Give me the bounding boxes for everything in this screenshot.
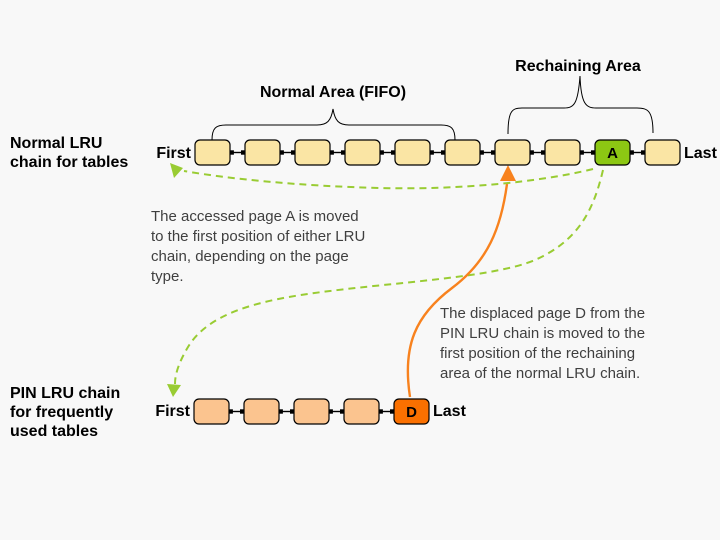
connector-dot (479, 150, 484, 155)
connector-dot (329, 150, 334, 155)
normal-chain-side-label: Normal LRU chain for tables (10, 135, 128, 171)
connector-dot (228, 409, 233, 414)
accessed-annotation-line4: type. (151, 268, 184, 285)
page-box (343, 398, 380, 425)
displaced-annotation-line4: area of the normal LRU chain. (440, 365, 640, 382)
connector-dot (291, 150, 296, 155)
normal-area-label: Normal Area (FIFO) (260, 84, 406, 101)
connector-dot (629, 150, 634, 155)
connector-dot (378, 409, 383, 414)
normal-chain-side-label-line2: chain for tables (10, 154, 128, 171)
displaced-annotation-line1: The displaced page D from the (440, 305, 645, 322)
displaced-page-box (393, 398, 430, 425)
displaced-to-rechaining-arrow (406, 183, 509, 398)
pin-chain-first-label: First (155, 403, 190, 420)
connector-dot (529, 150, 534, 155)
connector-dot (429, 150, 434, 155)
connector-dot (340, 409, 345, 414)
page-box (244, 139, 281, 166)
pin-chain-last-label: Last (433, 403, 467, 420)
displaced-page-annotation: The displaced page D from the PIN LRU ch… (440, 305, 645, 382)
normal-lru-chain: A (194, 139, 681, 166)
connector-dot (328, 409, 333, 414)
connector-dot (390, 409, 395, 414)
accessed-page-annotation: The accessed page A is moved to the firs… (151, 208, 365, 285)
normal-chain-side-label-line1: Normal LRU (10, 135, 102, 152)
displaced-page-label: D (406, 404, 417, 421)
pin-chain-side-label-line1: PIN LRU chain (10, 385, 120, 402)
connector-dot (229, 150, 234, 155)
accessed-annotation-line1: The accessed page A is moved (151, 208, 359, 225)
connector-dot (579, 150, 584, 155)
normal-area-brace (211, 108, 456, 141)
accessed-to-normal-first-arrowhead (170, 163, 183, 178)
connector-dot (241, 150, 246, 155)
normal-chain-first-label: First (156, 145, 191, 162)
displaced-annotation-line2: PIN LRU chain is moved to the (440, 325, 645, 342)
pin-lru-chain: D (193, 398, 430, 425)
page-box (494, 139, 531, 166)
connector-dot (279, 150, 284, 155)
connector-dot (278, 409, 283, 414)
page-box (394, 139, 431, 166)
accessed-annotation-line2: to the first position of either LRU (151, 228, 365, 245)
displaced-to-rechaining-arrowhead (500, 165, 516, 181)
connector-dot (541, 150, 546, 155)
connector-dot (641, 150, 646, 155)
normal-chain-last-label: Last (684, 145, 718, 162)
pin-chain-side-label-line2: for frequently (10, 404, 113, 421)
page-box (644, 139, 681, 166)
page-box (293, 398, 330, 425)
connector-dot (491, 150, 496, 155)
connector-dot (591, 150, 596, 155)
page-box (444, 139, 481, 166)
connector-dot (240, 409, 245, 414)
connector-dot (391, 150, 396, 155)
connector-dot (341, 150, 346, 155)
connector-dot (290, 409, 295, 414)
pin-chain-side-label: PIN LRU chain for frequently used tables (10, 385, 120, 440)
accessed-annotation-line3: chain, depending on the page (151, 248, 349, 265)
connector-dot (379, 150, 384, 155)
page-box (344, 139, 381, 166)
page-box (243, 398, 280, 425)
page-box (294, 139, 331, 166)
connector-dot (441, 150, 446, 155)
page-box (194, 139, 231, 166)
accessed-to-normal-first-arrow (183, 168, 594, 190)
displaced-annotation-line3: first position of the rechaining (440, 345, 635, 362)
pin-chain-side-label-line3: used tables (10, 423, 98, 440)
page-box (544, 139, 581, 166)
accessed-to-pin-first-arrowhead (167, 384, 181, 397)
accessed-to-pin-first-arrow (174, 169, 604, 385)
rechaining-area-brace (507, 75, 654, 135)
accessed-page-label: A (607, 145, 618, 162)
page-box (193, 398, 230, 425)
rechaining-area-label: Rechaining Area (515, 58, 641, 75)
